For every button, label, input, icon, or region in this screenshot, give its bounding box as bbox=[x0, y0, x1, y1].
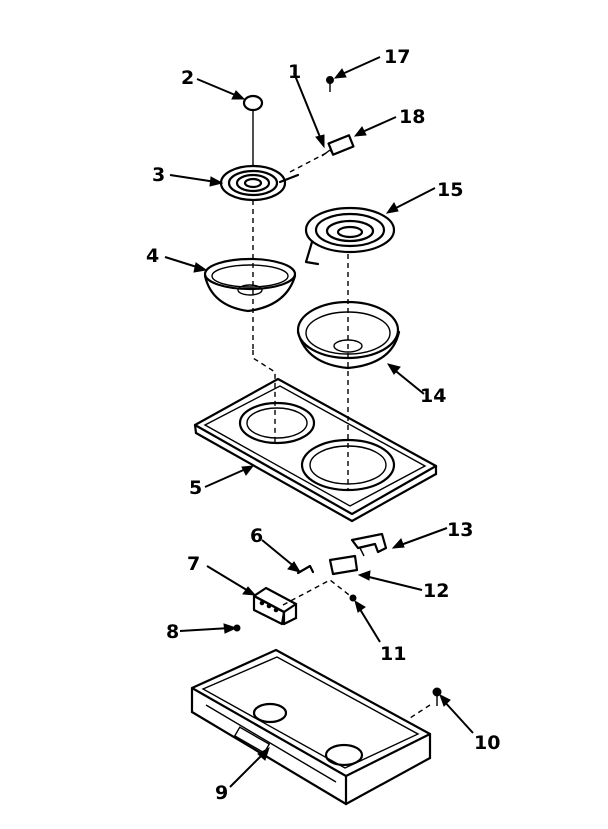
part-large-coil bbox=[304, 206, 396, 266]
callout-1: 1 bbox=[288, 61, 301, 83]
part-screw-right bbox=[409, 687, 442, 719]
part-cooktop-frame bbox=[193, 377, 438, 523]
callout-11: 11 bbox=[380, 643, 406, 665]
leader-arrows bbox=[164, 56, 474, 788]
part-base-pan bbox=[190, 648, 432, 806]
callout-8: 8 bbox=[166, 621, 179, 643]
part-cap bbox=[242, 94, 264, 165]
part-bracket bbox=[350, 532, 388, 557]
callout-15: 15 bbox=[437, 179, 463, 201]
callout-6: 6 bbox=[250, 525, 263, 547]
callout-2: 2 bbox=[181, 67, 194, 89]
part-large-drip-pan bbox=[296, 300, 401, 370]
callout-18: 18 bbox=[399, 106, 425, 128]
part-screw-top bbox=[326, 76, 334, 92]
callout-12: 12 bbox=[423, 580, 449, 602]
callout-13: 13 bbox=[447, 519, 473, 541]
part-small-drip-pan bbox=[203, 257, 297, 313]
callout-4: 4 bbox=[146, 245, 159, 267]
callout-7: 7 bbox=[187, 553, 200, 575]
part-small-coil bbox=[219, 164, 300, 202]
callout-14: 14 bbox=[420, 385, 446, 407]
callout-10: 10 bbox=[474, 732, 500, 754]
part-plate bbox=[328, 554, 359, 576]
part-terminal-block bbox=[321, 134, 355, 157]
callout-labels: 1 2 3 4 5 6 7 8 9 10 11 12 13 14 15 17 1… bbox=[146, 46, 500, 804]
callout-5: 5 bbox=[189, 477, 202, 499]
connector-line-middle bbox=[282, 579, 354, 606]
callout-17: 17 bbox=[384, 46, 410, 68]
callout-3: 3 bbox=[152, 164, 165, 186]
callout-9: 9 bbox=[215, 782, 228, 804]
center-axis-small-lower bbox=[252, 350, 276, 445]
part-front-terminal-block bbox=[252, 586, 298, 626]
part-clip bbox=[296, 564, 315, 575]
